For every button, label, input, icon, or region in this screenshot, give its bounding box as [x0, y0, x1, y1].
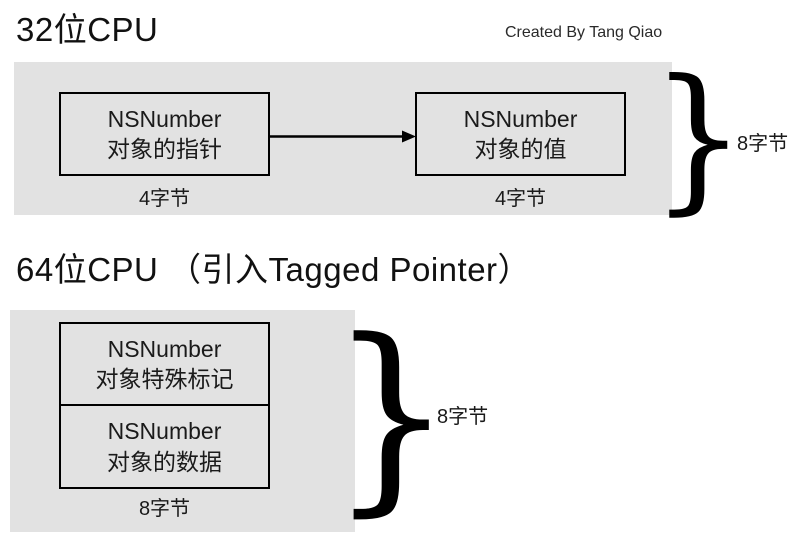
- tagged-pointer-stack: NSNumber 对象特殊标记 NSNumber 对象的数据: [59, 322, 270, 489]
- data-box: NSNumber 对象的数据: [59, 406, 270, 489]
- value-size-label: 4字节: [494, 188, 547, 210]
- value-box: NSNumber 对象的值: [415, 92, 626, 176]
- tag-box-line2: 对象特殊标记: [95, 366, 234, 392]
- total-size-64bit: 8字节: [437, 406, 489, 428]
- curly-brace-icon: }: [329, 296, 453, 535]
- data-box-line1: NSNumber: [107, 418, 222, 445]
- pointer-size-label: 4字节: [138, 188, 191, 210]
- panel-32bit: NSNumber 对象的指针 4字节 NSNumber 对象的值 4字节: [14, 62, 672, 215]
- data-box-line2: 对象的数据: [107, 448, 222, 475]
- credit-text: Created By Tang Qiao: [505, 24, 663, 41]
- panel-64bit: NSNumber 对象特殊标记 NSNumber 对象的数据 8字节: [10, 310, 355, 532]
- section-title-64bit: 64位CPU （引入Tagged Pointer）: [16, 251, 532, 288]
- total-size-32bit: 8字节: [737, 133, 789, 155]
- pointer-box-line2: 对象的指针: [107, 136, 222, 162]
- tag-box-line1: NSNumber: [107, 335, 222, 362]
- tag-box: NSNumber 对象特殊标记: [59, 322, 270, 406]
- curly-brace-icon: }: [650, 46, 746, 230]
- pointer-box-line1: NSNumber: [107, 105, 222, 132]
- arrow-right-icon: [270, 130, 416, 143]
- pointer-box: NSNumber 对象的指针: [59, 92, 270, 176]
- stack-size-label: 8字节: [138, 498, 191, 520]
- section-title-32bit: 32位CPU: [16, 11, 159, 48]
- value-box-line2: 对象的值: [474, 136, 567, 162]
- value-box-line1: NSNumber: [463, 105, 578, 132]
